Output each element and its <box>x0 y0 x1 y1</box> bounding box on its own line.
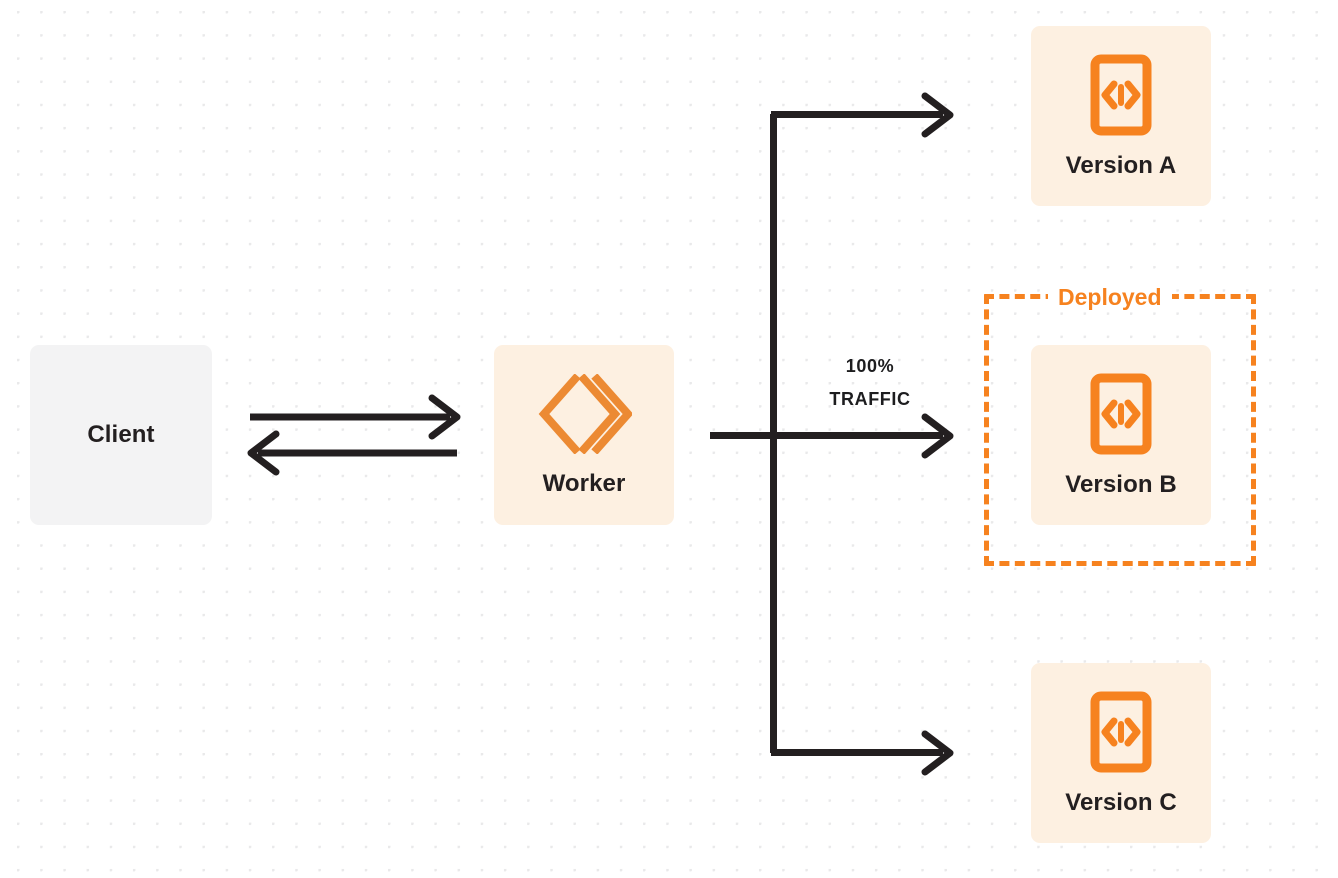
traffic-percent: 100% <box>845 356 895 376</box>
node-version-a-label: Version A <box>1065 152 1177 179</box>
cloudflare-workers-logo-icon <box>536 373 634 455</box>
edge-worker-to-version-b <box>710 413 954 459</box>
deployed-group-label: Deployed <box>1048 283 1172 311</box>
node-version-b-label: Version B <box>1065 471 1177 498</box>
node-version-c[interactable]: Version C <box>1031 663 1211 843</box>
node-client[interactable]: Client <box>30 345 212 525</box>
node-worker-label: Worker <box>542 470 626 497</box>
code-file-icon <box>1090 54 1152 136</box>
edge-worker-to-version-c <box>771 730 954 776</box>
edge-worker-to-client <box>247 430 457 476</box>
edge-worker-to-version-a <box>771 92 954 138</box>
node-client-label: Client <box>87 421 155 448</box>
edge-client-to-worker <box>250 394 461 440</box>
traffic-caption: TRAFFIC <box>829 389 911 409</box>
code-file-icon <box>1090 691 1152 773</box>
code-file-icon <box>1090 373 1152 455</box>
traffic-label: 100% TRAFFIC <box>790 350 950 416</box>
node-version-a[interactable]: Version A <box>1031 26 1211 206</box>
node-version-c-label: Version C <box>1065 789 1177 816</box>
node-worker[interactable]: Worker <box>494 345 674 525</box>
node-version-b[interactable]: Version B <box>1031 345 1211 525</box>
